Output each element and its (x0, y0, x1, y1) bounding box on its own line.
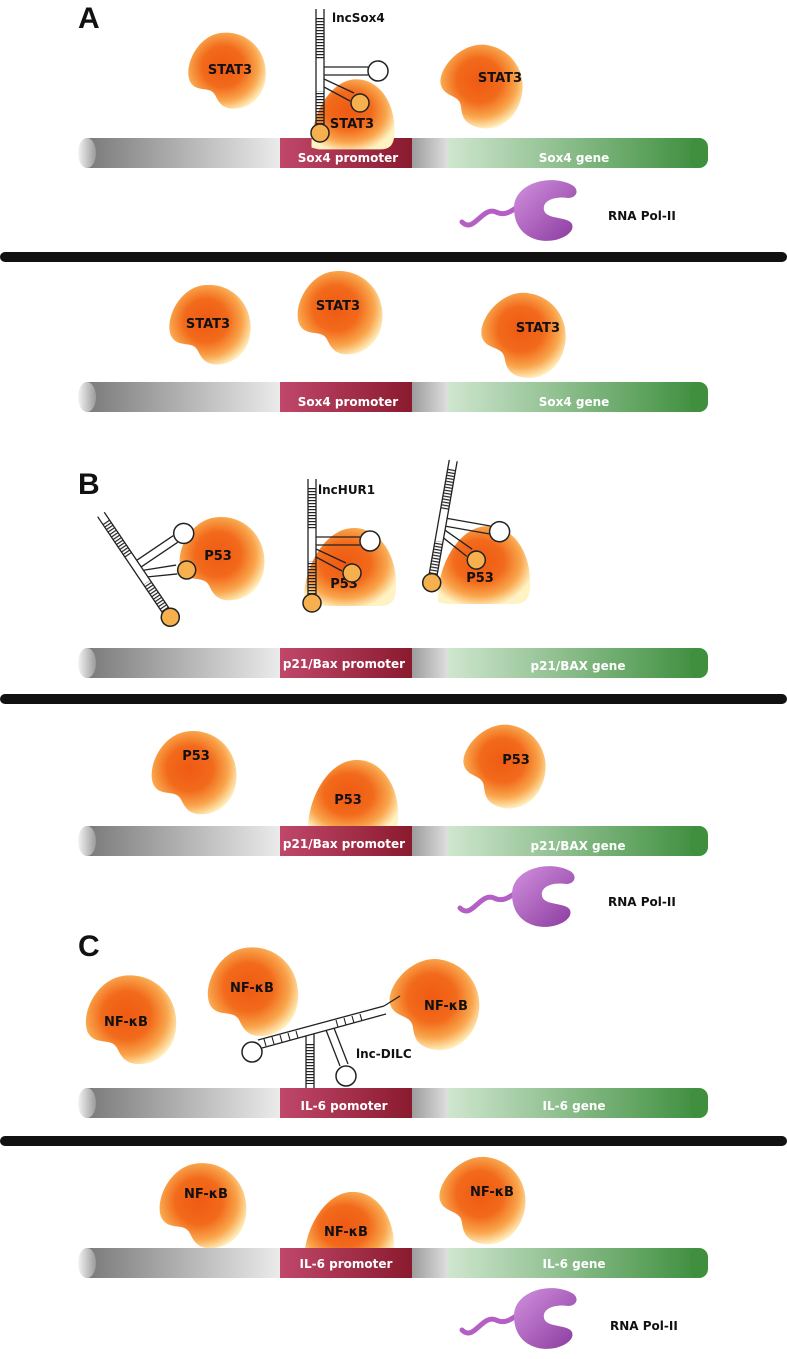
svg-text:NF-κB: NF-κB (424, 999, 468, 1014)
dna-strand-c-bottom (78, 1248, 708, 1278)
p21-gene-label: p21/BAX gene (531, 659, 626, 673)
dna-end-cap (78, 138, 96, 168)
dna-strand-a-bottom (78, 382, 708, 412)
p53-protein: P53 (437, 526, 531, 604)
stat3-protein: STAT3 (311, 79, 395, 150)
il6-gene-label: IL-6 gene (542, 1099, 605, 1113)
nfkb-protein: NF-κB (207, 947, 299, 1037)
panel-letter-a: A (78, 2, 100, 35)
panel-divider (0, 694, 787, 704)
rna-pol-ii (462, 1288, 577, 1349)
stat3-protein: STAT3 (428, 33, 535, 139)
il6-gene-label: IL-6 gene (542, 1257, 605, 1271)
lnc-dilc-label: lnc-DILC (356, 1047, 412, 1061)
svg-text:P53: P53 (334, 793, 362, 808)
sox4-promoter-label: Sox4 promoter (298, 151, 399, 165)
il6-promoter-label: IL-6 promoter (300, 1257, 393, 1271)
nfkb-protein: NF-κB (85, 975, 177, 1065)
panel-divider (0, 252, 787, 262)
sox4-gene-label: Sox4 gene (539, 395, 610, 409)
svg-text:NF-κB: NF-κB (184, 1187, 228, 1202)
p21-gene-label: p21/BAX gene (531, 839, 626, 853)
svg-text:P53: P53 (182, 749, 210, 764)
nfkb-protein: NF-κB (303, 1191, 395, 1269)
p21-promoter-label: p21/Bax promoter (283, 657, 405, 671)
rna-pol-ii (460, 866, 575, 927)
p53-protein: P53 (151, 731, 237, 815)
stat3-protein: STAT3 (297, 271, 383, 355)
nfkb-protein: NF-κB (159, 1163, 247, 1249)
rna-pol-ii-label: RNA Pol-II (608, 895, 676, 909)
panel-divider (0, 1136, 787, 1146)
svg-text:NF-κB: NF-κB (324, 1225, 368, 1240)
p53-protein: P53 (179, 517, 265, 601)
il6-pomoter-label: IL-6 pomoter (301, 1099, 388, 1113)
svg-text:NF-κB: NF-κB (230, 981, 274, 996)
panel-letter-c: C (78, 930, 100, 963)
lnchur1-label: lncHUR1 (318, 483, 375, 497)
svg-text:NF-κB: NF-κB (104, 1015, 148, 1030)
svg-text:STAT3: STAT3 (208, 63, 252, 78)
dna-strand-b-top (78, 648, 708, 678)
dna-strand-b-bottom (78, 826, 708, 856)
panel-letter-b: B (78, 468, 100, 501)
stat3-protein: STAT3 (169, 284, 251, 365)
svg-text:NF-κB: NF-κB (470, 1185, 514, 1200)
svg-text:P53: P53 (204, 549, 232, 564)
rna-pol-ii-label: RNA Pol-II (610, 1319, 678, 1333)
dna-strand-c-top (78, 1088, 708, 1118)
svg-text:P53: P53 (502, 753, 530, 768)
p21-promoter-label: p21/Bax promoter (283, 837, 405, 851)
stat3-protein: STAT3 (188, 32, 266, 109)
p53-protein: P53 (451, 713, 558, 819)
svg-text:P53: P53 (466, 571, 494, 586)
sox4-promoter-label: Sox4 promoter (298, 395, 399, 409)
svg-text:STAT3: STAT3 (478, 71, 522, 86)
stat3-protein: STAT3 (472, 283, 576, 386)
svg-text:STAT3: STAT3 (316, 299, 360, 314)
svg-text:STAT3: STAT3 (516, 321, 560, 336)
lncsox4-label: lncSox4 (332, 11, 385, 25)
nfkb-protein: NF-κB (378, 947, 492, 1060)
svg-text:STAT3: STAT3 (186, 317, 230, 332)
rna-pol-ii-label: RNA Pol-II (608, 209, 676, 223)
svg-text:STAT3: STAT3 (330, 117, 374, 132)
p53-protein: P53 (307, 759, 399, 837)
sox4-gene-label: Sox4 gene (539, 151, 610, 165)
rna-pol-ii (462, 180, 577, 241)
nfkb-protein: NF-κB (428, 1145, 538, 1254)
